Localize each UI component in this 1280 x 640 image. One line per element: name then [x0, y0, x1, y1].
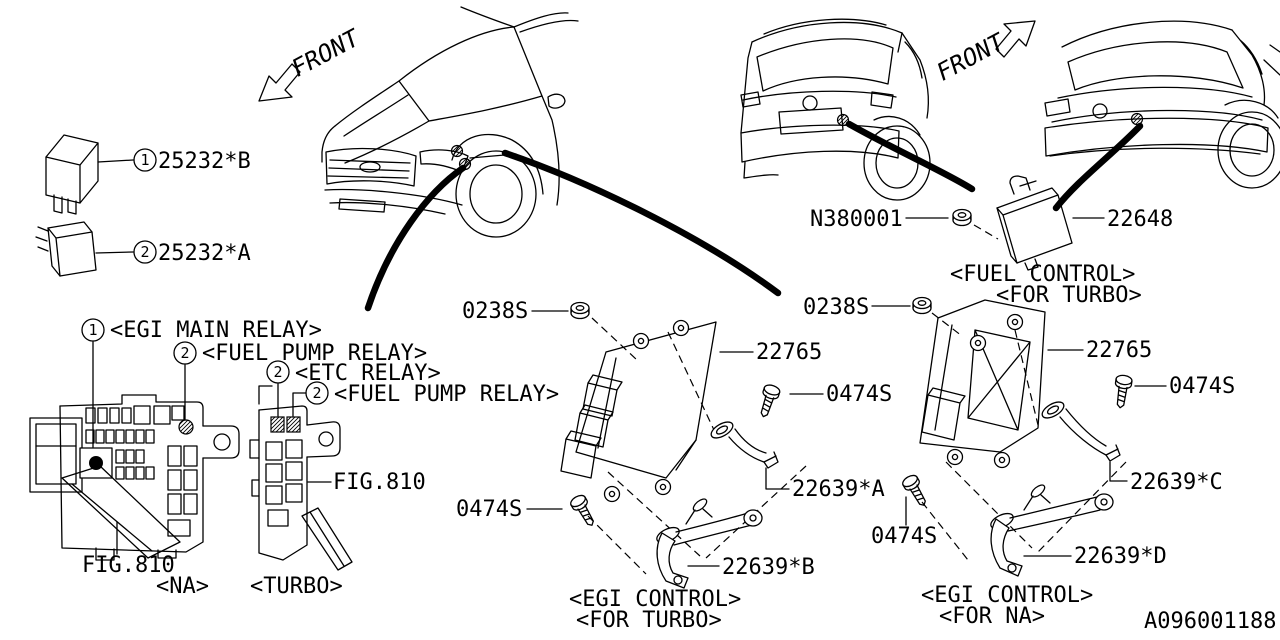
mount-point-marker [450, 144, 464, 158]
callout-egi-main-label: <EGI MAIN RELAY> [110, 318, 322, 343]
legend-item-2-part: 25232*A [158, 241, 251, 266]
bolt-icon-0474s-turbo-upper [755, 382, 782, 420]
location-curve-front-right [501, 149, 782, 297]
fusebox-na-drawing: FIG.810 <NA> [29, 394, 240, 599]
callout-etc-relay-circle [266, 360, 290, 384]
part-22639a: 22639*A [792, 477, 885, 502]
callout-egi-main-circle [81, 318, 105, 342]
legend-item-1-number: 1 [140, 151, 149, 169]
legend-leader-2 [95, 251, 134, 254]
caption-turbo: <TURBO> [250, 574, 343, 599]
part-0474s-na-lower: 0474S [871, 524, 937, 549]
fusebox-turbo-drawing: FIG.810 <TURBO> [249, 385, 426, 599]
side-mirror [547, 93, 566, 109]
front-label-left: FRONT [289, 23, 361, 84]
legend-item-1-circle [133, 148, 157, 172]
diagram-number: A096001188 [1144, 609, 1276, 634]
license-plate [778, 107, 844, 135]
front-arrow-left-icon [258, 63, 301, 102]
bolt-icon-0474s-na-lower [900, 472, 932, 510]
figure-ref-turbo: FIG.810 [333, 470, 426, 495]
callout-egi-main-number: 1 [88, 321, 97, 339]
bracket-22639b-drawing [656, 498, 763, 589]
bracket-22639d-drawing [990, 484, 1114, 577]
caption-fuel-control-1: <FUEL CONTROL> [950, 262, 1135, 287]
nut-icon-n380001 [952, 208, 972, 227]
rear-sedan-drawing [1044, 20, 1280, 189]
egi-control-na-group: 0238S 22765 0474S 22639*C 0474S [803, 295, 1235, 629]
rear-wagon-drawing [740, 18, 931, 201]
callout-fuel-pump-na-circle [173, 341, 197, 365]
callout-fuel-pump-turbo-number: 2 [312, 384, 321, 402]
front-arrow-right-icon [995, 20, 1036, 58]
legend-leader-1 [97, 159, 134, 163]
part-n380001: N380001 [810, 207, 903, 232]
relay-socket-fuel-pump-turbo [286, 416, 301, 433]
mounting-lug [993, 451, 1011, 469]
bolt-icon-0474s-turbo-lower [568, 492, 600, 530]
brand-badge [802, 95, 818, 111]
part-0474s-na-upper: 0474S [1169, 374, 1235, 399]
nut-icon-0238s-turbo [570, 301, 590, 320]
part-22639b: 22639*B [722, 555, 815, 580]
mounting-lug [946, 448, 964, 466]
nut-icon-0238s-na [912, 296, 932, 315]
location-arrows [364, 120, 1144, 312]
callout-fuel-pump-turbo-label: <FUEL PUMP RELAY> [334, 382, 559, 407]
location-curve-sedan [1052, 122, 1144, 212]
ecu-na-drawing [919, 299, 1046, 469]
mounting-lug [603, 485, 621, 503]
relay-socket-etc [270, 416, 285, 433]
caption-fuel-control-2: <FOR TURBO> [996, 283, 1142, 308]
front-car-drawing [321, 6, 579, 238]
bracket-22639c-drawing [1041, 401, 1121, 462]
callout-fuel-pump-na-number: 2 [180, 344, 189, 362]
mounting-lug [632, 332, 650, 350]
part-0238s-turbo: 0238S [462, 299, 528, 324]
fuel-control-module-drawing [996, 175, 1073, 271]
part-0474s-turbo-upper: 0474S [826, 382, 892, 407]
callout-etc-relay-number: 2 [273, 363, 282, 381]
mounting-lug [969, 334, 987, 352]
legend-item-2-number: 2 [140, 243, 149, 261]
relay-2-drawing [35, 221, 97, 277]
caption-egi-turbo-1: <EGI CONTROL> [569, 587, 741, 612]
part-22765-turbo: 22765 [756, 340, 822, 365]
part-22639d: 22639*D [1074, 544, 1167, 569]
front-arrow-right: FRONT [934, 20, 1036, 88]
relay-legend: 1 25232*B 2 25232*A [95, 148, 251, 266]
bolt-icon-0474s-na-upper [1111, 373, 1134, 410]
mounting-lug [1006, 313, 1024, 331]
caption-egi-na-2: <FOR NA> [939, 604, 1045, 629]
caption-na: <NA> [156, 574, 209, 599]
ecu-turbo-drawing [560, 319, 717, 503]
caption-egi-na-1: <EGI CONTROL> [921, 583, 1093, 608]
location-curve-front-left [364, 164, 467, 312]
legend-item-2-circle [133, 240, 157, 264]
relay-socket-fuel-pump [178, 419, 194, 435]
fuel-control-group: N380001 22648 <FUEL CONTROL> <FOR TURBO> [810, 175, 1173, 308]
callout-fuel-pump-na-label: <FUEL PUMP RELAY> [202, 341, 427, 366]
caption-egi-turbo-2: <FOR TURBO> [576, 608, 722, 633]
brand-badge [1092, 103, 1108, 119]
bracket-22639a-drawing [710, 421, 779, 469]
location-curve-wagon [845, 120, 976, 193]
relay-1-drawing [45, 134, 99, 215]
part-0238s-na: 0238S [803, 295, 869, 320]
part-22648: 22648 [1107, 207, 1173, 232]
relay-position-callouts: 1 <EGI MAIN RELAY> 2 <FUEL PUMP RELAY> 2… [81, 318, 559, 448]
legend-item-1-part: 25232*B [158, 149, 251, 174]
egi-control-turbo-group: 0238S 22765 0474S 22639*A 04 [456, 299, 892, 633]
callout-fuel-pump-turbo-circle [305, 381, 329, 405]
part-0474s-turbo-lower: 0474S [456, 497, 522, 522]
part-22639c: 22639*C [1130, 470, 1223, 495]
mount-point-marker [1130, 112, 1144, 126]
part-22765-na: 22765 [1086, 338, 1152, 363]
figure-ref-na: FIG.810 [82, 553, 175, 578]
mounting-lug [672, 319, 690, 337]
front-label-right: FRONT [934, 27, 1006, 88]
mounting-lug [654, 478, 672, 496]
front-arrow-left: FRONT [258, 23, 362, 102]
